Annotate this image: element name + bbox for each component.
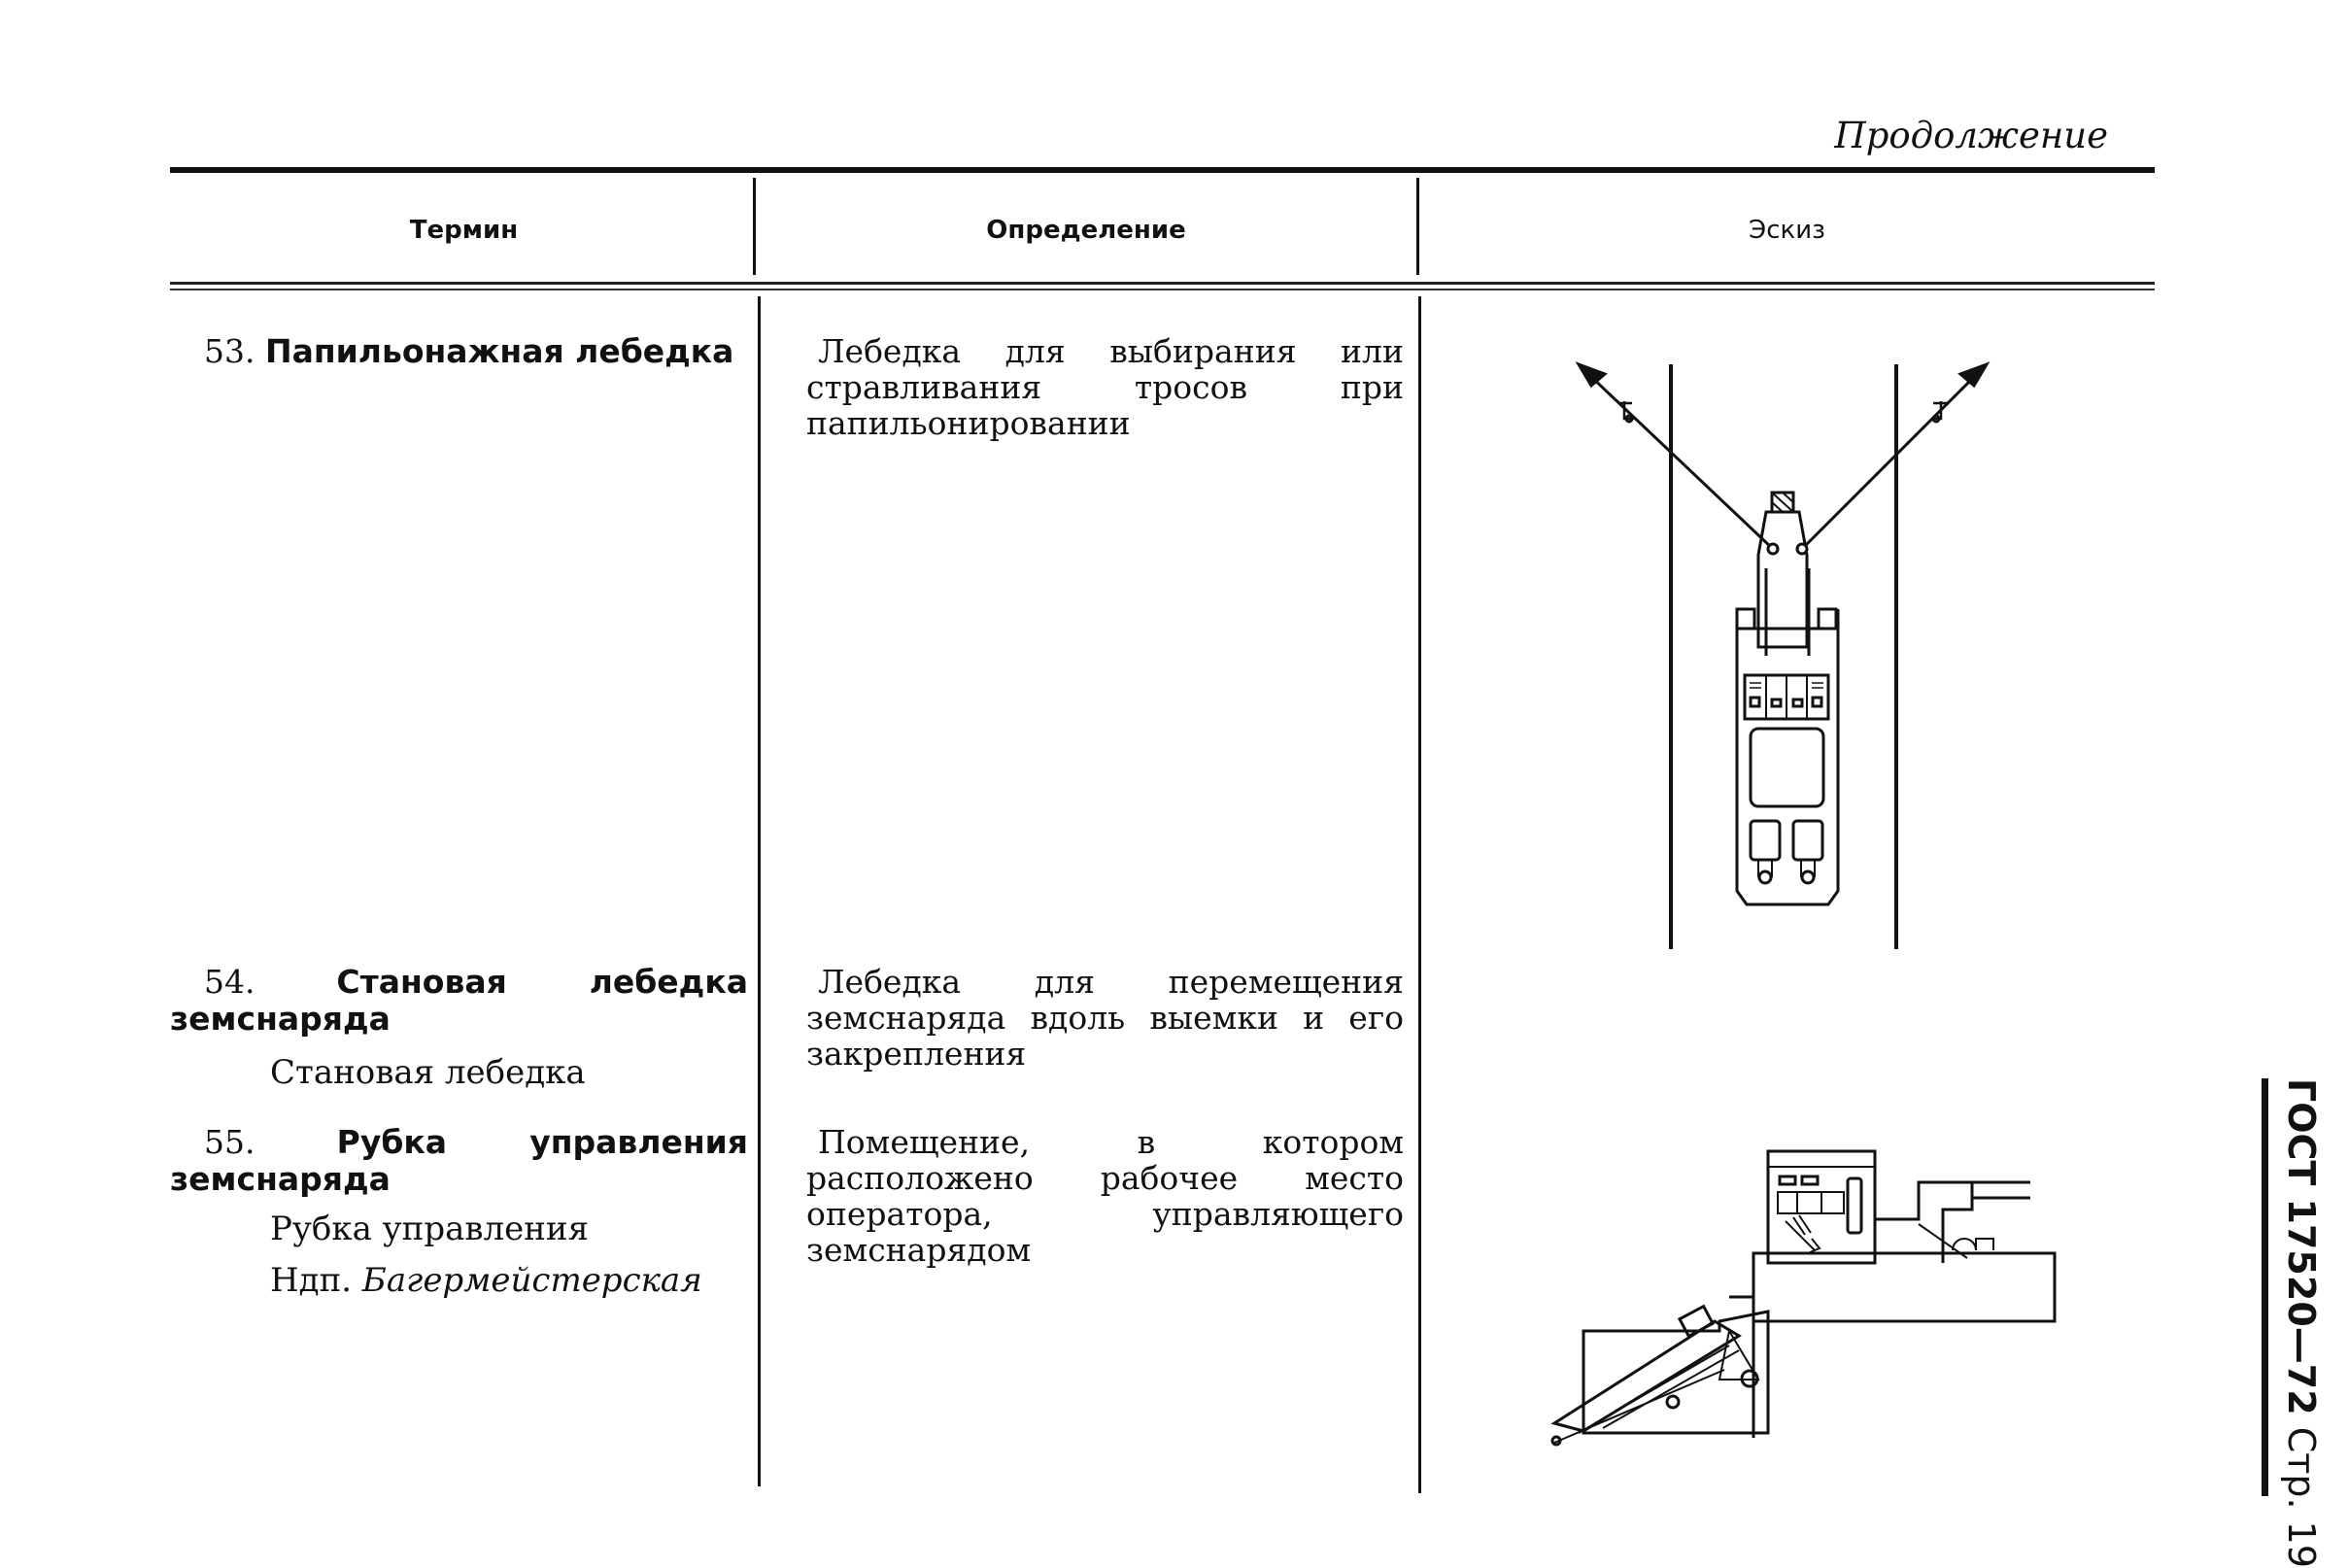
column-divider xyxy=(1418,296,1421,1493)
standard-sidebar: ГОСТ 17520—72 Стр. 19 xyxy=(2266,1078,2325,1568)
table-row-53-term: 53. Папильонажная лебедка xyxy=(204,333,748,370)
column-divider xyxy=(758,296,761,1486)
inadmissible-label: Ндп. xyxy=(270,1261,353,1300)
term-name: Папильонажная лебедка xyxy=(264,332,734,370)
papillon-winch-sketch xyxy=(1575,361,1991,949)
standard-number: ГОСТ 17520—72 xyxy=(2280,1078,2323,1415)
term-number: 55. xyxy=(204,1123,255,1161)
term-number: 54. xyxy=(204,963,255,1001)
header-rule-secondary xyxy=(170,289,2155,290)
table-row-55-term: 55. Рубка управления земснаряда xyxy=(170,1124,748,1198)
header-rule xyxy=(170,282,2155,285)
term-number: 53. xyxy=(204,332,255,370)
column-header-definition: Определение xyxy=(986,216,1186,245)
column-header-term: Термин xyxy=(409,216,519,245)
continuation-label: Продолжение xyxy=(1834,115,2108,156)
table-top-rule xyxy=(170,167,2155,173)
table-row-55-inadmissible-term: Ндп. Багермейстерская xyxy=(270,1261,702,1300)
control-cabin-sketch xyxy=(1550,1149,2057,1447)
column-divider xyxy=(1416,178,1419,275)
table-row-54-term: 54. Становая лебедка земснаряда xyxy=(170,964,748,1038)
term-name: Рубка управления земснаряда xyxy=(170,1123,748,1198)
inadmissible-name: Багермейстерская xyxy=(361,1261,702,1300)
column-header-sketch: Эскиз xyxy=(1749,216,1825,245)
term-name: Становая лебедка земснаряда xyxy=(170,963,748,1038)
table-row-54-short-term: Становая лебедка xyxy=(270,1053,586,1092)
table-row-54-definition: Лебедка для перемещения земснаряда вдоль… xyxy=(806,963,1404,1073)
table-row-55-short-term: Рубка управления xyxy=(270,1210,590,1248)
page-number: Стр. 19 xyxy=(2280,1426,2323,1568)
column-divider xyxy=(753,178,756,275)
table-row-55-definition: Помещение, в котором расположено рабочее… xyxy=(806,1123,1404,1269)
table-row-53-definition: Лебедка для выбирания или стравливания т… xyxy=(806,332,1404,442)
sidebar-rule xyxy=(2262,1078,2268,1496)
